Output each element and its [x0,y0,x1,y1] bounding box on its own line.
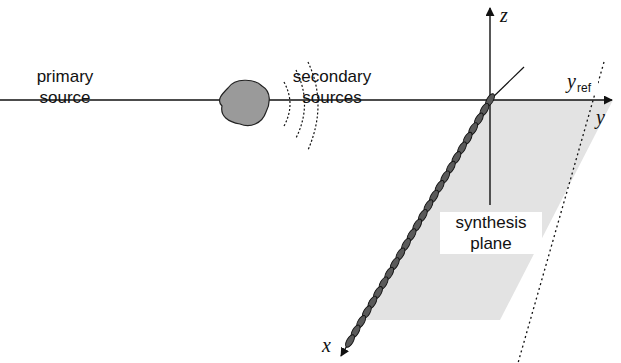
synthesis-plane [365,100,613,320]
loudspeaker [344,333,357,348]
wavefront [284,82,290,126]
reference-subscript: ref [576,81,598,95]
axis-label: y [596,106,612,128]
plane-label: synthesis plane [440,212,542,254]
axis-back [490,67,524,100]
source-label: secondary sources [272,66,392,108]
axis-label: z [500,4,516,26]
z-axis [489,8,490,205]
axis-label: x [322,334,338,356]
primary-source [220,80,270,125]
source-label: primary source [10,66,120,108]
